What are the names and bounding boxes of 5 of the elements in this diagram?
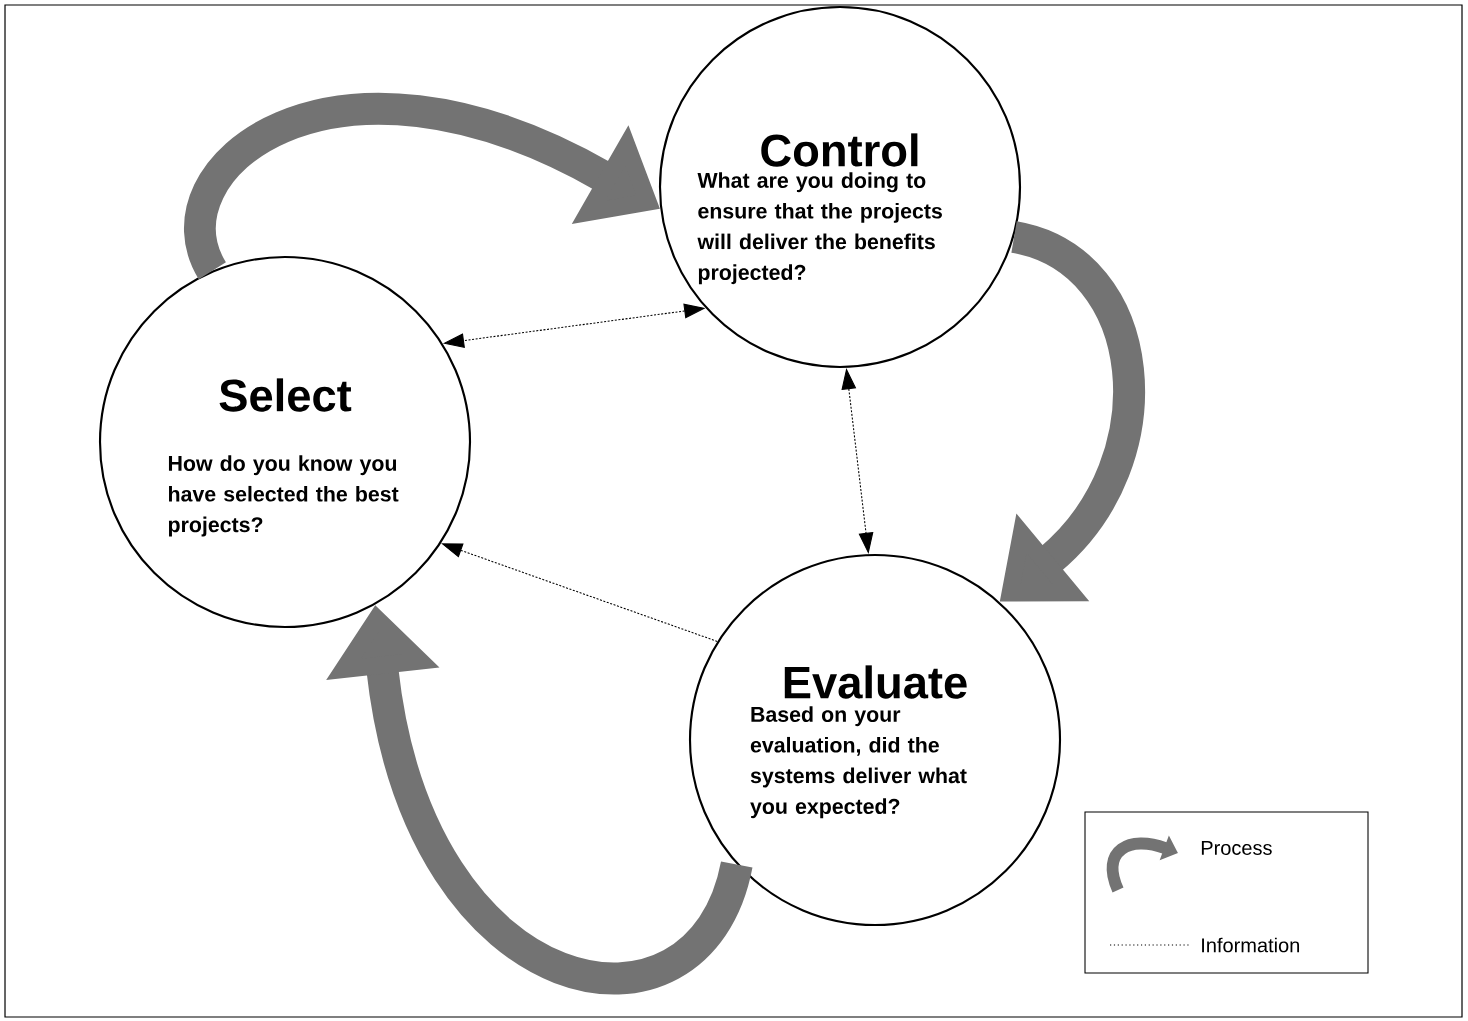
circle-node: Select How do you know you have selected the best projects? xyxy=(98,255,472,629)
circle-node: Control What are you doing to ensure that the projects will deliver the benefits projected? xyxy=(658,5,1022,369)
legend-label: Process xyxy=(1201,841,1272,855)
legend-label: Information xyxy=(1202,937,1299,953)
circle-node: Evaluate Based on your evaluation, did the systems deliver what you expected? xyxy=(688,553,1062,927)
